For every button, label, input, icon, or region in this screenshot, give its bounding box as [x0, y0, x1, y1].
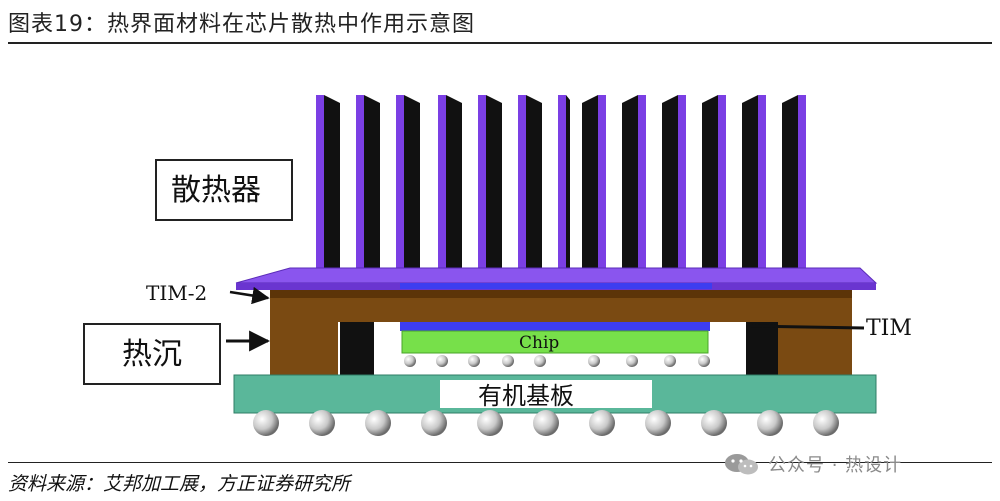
heat-spreader-label: 热沉 [122, 337, 182, 372]
watermark-text: 公众号 · 热设计 [768, 455, 903, 476]
chip [401, 330, 709, 354]
heatsink-label: 散热器 [171, 173, 261, 208]
micro-bump [468, 355, 480, 367]
heatsink-fin [396, 95, 420, 268]
micro-bump [502, 355, 514, 367]
heatsink-fin [438, 95, 462, 268]
solder-ball [701, 410, 727, 436]
solder-ball [589, 410, 615, 436]
heatsink-fin [582, 95, 606, 268]
heatsink-label-box [155, 159, 293, 221]
heatsink-fin [702, 95, 726, 268]
micro-bump [698, 355, 710, 367]
wechat-icon [725, 454, 758, 475]
heatsink-fin [518, 95, 542, 268]
heat-spreader-label-box [83, 323, 221, 385]
organic-substrate [233, 374, 877, 414]
micro-bumps [404, 355, 710, 367]
heatsink-fin [356, 95, 380, 268]
solder-ball [477, 410, 503, 436]
solder-ball [757, 410, 783, 436]
micro-bump [534, 355, 546, 367]
solder-ball [253, 410, 279, 436]
source-note: 资料来源：艾邦加工展，方正证券研究所 [8, 473, 351, 495]
micro-bump [436, 355, 448, 367]
chip-label: Chip [519, 333, 559, 353]
tim-label: TIM [866, 316, 912, 341]
heatsink-fin [316, 95, 340, 268]
title-rule [8, 42, 992, 44]
heatsink-fin [478, 95, 502, 268]
tim-pointer-line [749, 324, 865, 330]
solder-ball [813, 410, 839, 436]
heatsink-fin [558, 95, 570, 268]
footer-rule [8, 462, 992, 463]
solder-ball [533, 410, 559, 436]
heatsink-fins [316, 95, 806, 268]
solder-ball [645, 410, 671, 436]
micro-bump [404, 355, 416, 367]
micro-bump [664, 355, 676, 367]
solder-ball [421, 410, 447, 436]
tim-layer [400, 322, 710, 331]
solder-ball [365, 410, 391, 436]
tim2-layer [400, 283, 712, 289]
watermark: 公众号 · 热设计 [722, 452, 902, 476]
heatsink-fin [742, 95, 766, 268]
micro-bump [626, 355, 638, 367]
micro-bump [588, 355, 600, 367]
tim2-arrow [229, 286, 270, 305]
heatsink-fin [622, 95, 646, 268]
solder-balls [253, 410, 839, 436]
solder-ball [309, 410, 335, 436]
substrate-label: 有机基板 [478, 382, 574, 410]
figure-title: 图表19：热界面材料在芯片散热中作用示意图 [8, 12, 475, 37]
heatsink-fin [782, 95, 806, 268]
tim2-label: TIM-2 [146, 281, 207, 305]
heatsink-fin [662, 95, 686, 268]
